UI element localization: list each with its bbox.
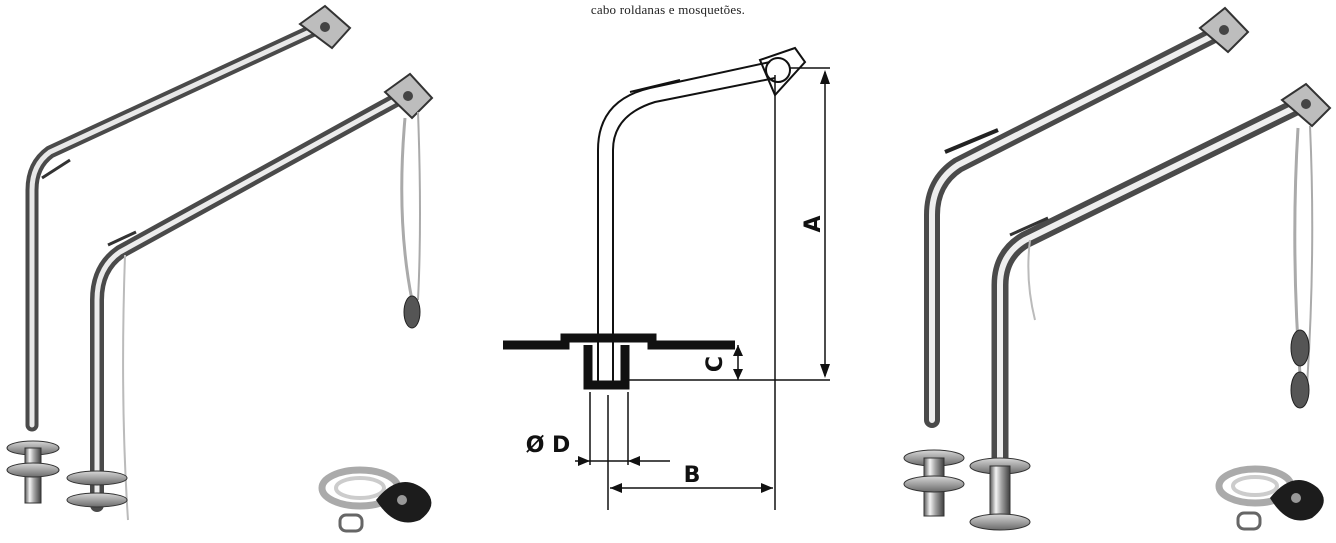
label-c: C: [703, 356, 728, 372]
davit-left-large: [66, 72, 434, 521]
label-d: Ø D: [526, 433, 571, 458]
label-b: B: [684, 463, 701, 488]
rope-pulley-accessories-right: [1215, 465, 1324, 531]
davit-left-small: [25, 4, 352, 432]
davit-right-large: [969, 82, 1332, 531]
davit-right-small: [903, 6, 1250, 517]
caption-text: cabo roldanas e mosquetões.: [590, 2, 746, 17]
rope-pulley-accessories-left: [318, 466, 432, 533]
dimension-diagram: [503, 46, 830, 510]
socket-left-small: [6, 440, 60, 504]
label-a: A: [801, 215, 826, 232]
